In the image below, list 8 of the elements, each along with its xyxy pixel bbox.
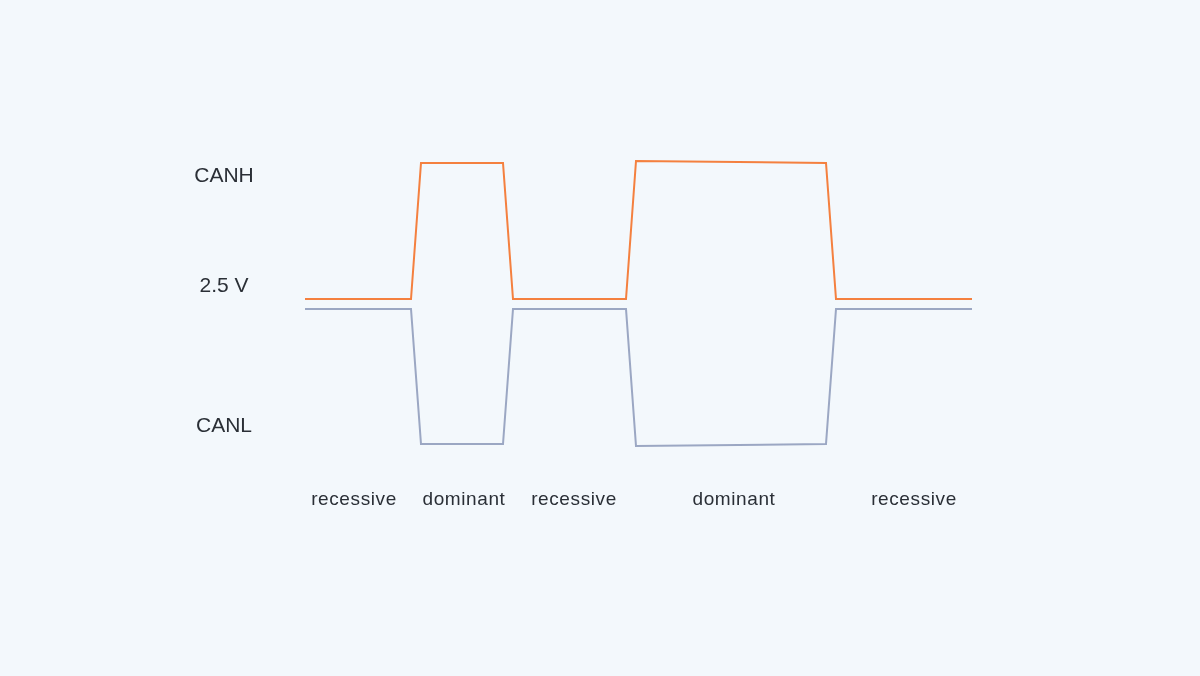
state-label: recessive [871, 488, 957, 510]
signal-label: CANL [196, 413, 252, 437]
state-label: recessive [531, 488, 617, 510]
state-label: dominant [422, 488, 506, 510]
state-label: dominant [692, 488, 776, 510]
signal-label: CANH [194, 163, 254, 187]
voltage-label: 2.5 V [199, 273, 249, 297]
state-label: recessive [311, 488, 397, 510]
